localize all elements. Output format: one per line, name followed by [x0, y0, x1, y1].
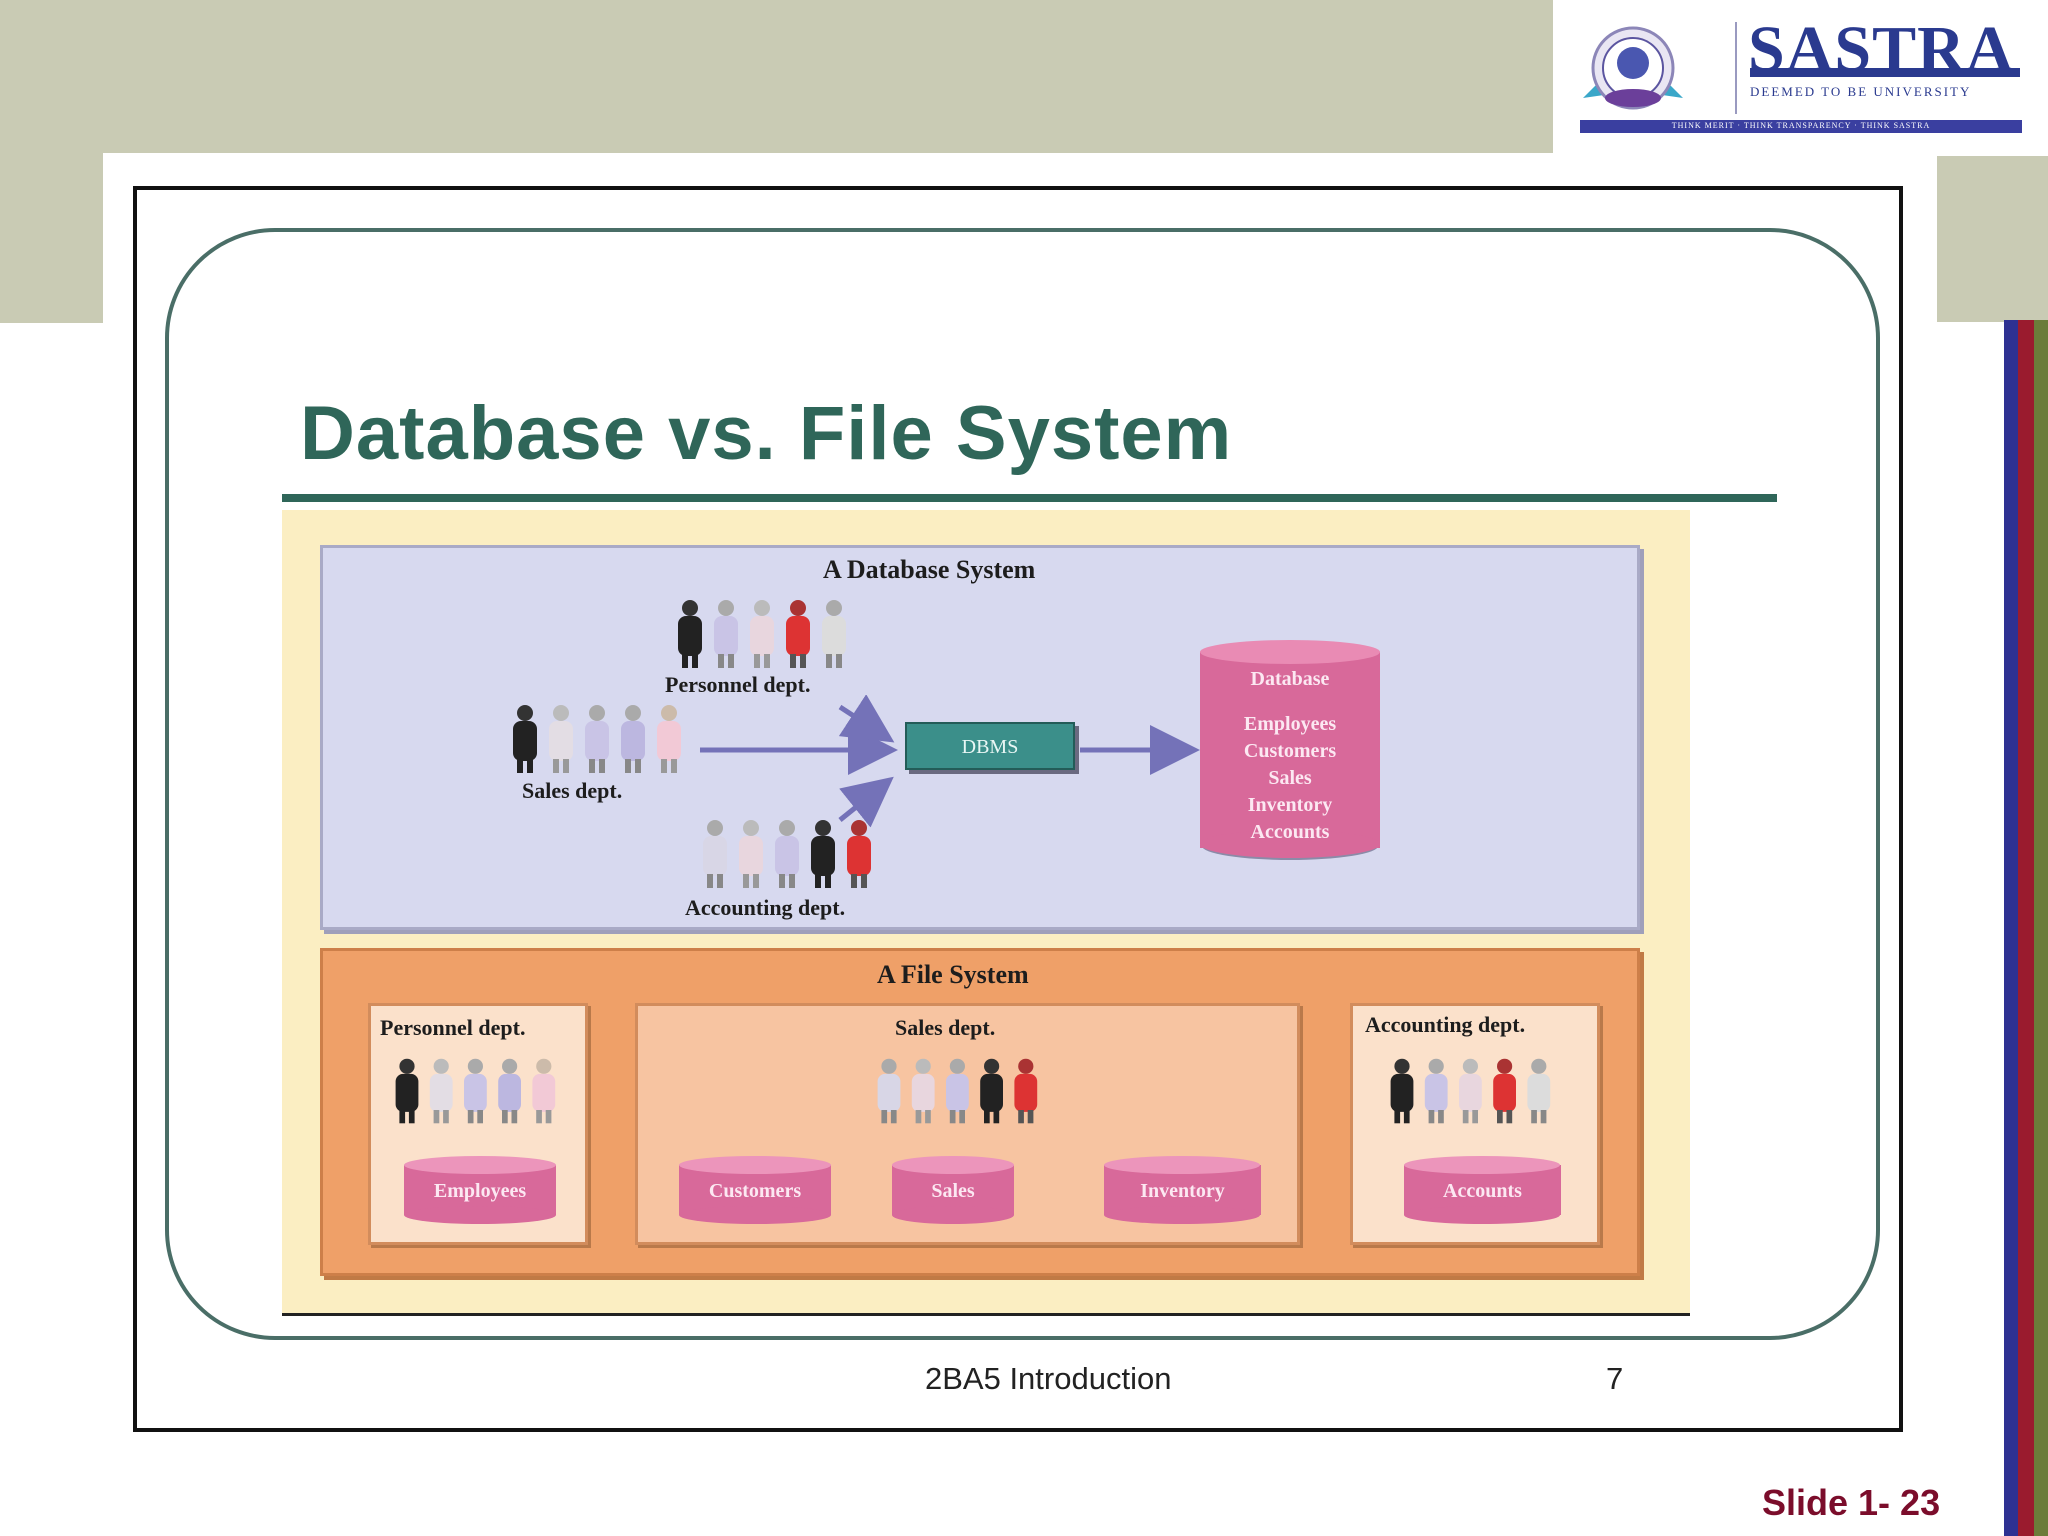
- file-cylinder-icon: [679, 1156, 831, 1224]
- db-accounting-label: Accounting dept.: [685, 895, 846, 920]
- db-sales-label: Sales dept.: [522, 778, 623, 803]
- file-customers: Customers: [708, 1180, 802, 1202]
- sales-people-icon: [513, 705, 681, 773]
- fs-accounting-people-icon: [1390, 1058, 1551, 1124]
- dbms-box: DBMS: [905, 722, 1075, 770]
- file-cylinder-icon: [1404, 1156, 1561, 1224]
- header-band: [0, 0, 1553, 153]
- file-cylinder: Accounts: [1400, 1155, 1565, 1225]
- logo-motto-strip: [1580, 120, 2022, 133]
- slide-number: Slide 1- 23: [1762, 1482, 1941, 1523]
- side-bar-red: [2018, 320, 2034, 1536]
- db-personnel-label: Personnel dept.: [665, 672, 811, 697]
- slide-title: Database vs. File System: [300, 391, 1233, 476]
- file-inventory: Inventory: [1140, 1180, 1225, 1202]
- fs-personnel-people-icon: [395, 1058, 556, 1124]
- file-cylinder-icon: [1104, 1156, 1261, 1224]
- database-cylinder: Database Employees Customers Sales Inven…: [1195, 638, 1385, 863]
- file-cylinder: Customers: [675, 1155, 835, 1225]
- logo-strip: [1750, 68, 2020, 77]
- database-item-accounts: Accounts: [1250, 821, 1330, 843]
- rounded-border: [165, 228, 1880, 1340]
- right-accent-band: [1937, 156, 2048, 322]
- title-underline: [282, 494, 1777, 502]
- left-accent-band: [0, 153, 103, 323]
- side-bar-blue: [2004, 320, 2018, 1536]
- file-system-heading: A File System: [877, 960, 1029, 989]
- database-title: Database: [1250, 668, 1330, 690]
- slide-footer-text: 2BA5 Introduction: [925, 1361, 1172, 1396]
- flow-arrows: [700, 695, 1200, 828]
- database-item-inventory: Inventory: [1247, 794, 1333, 816]
- database-item-sales: Sales: [1268, 767, 1312, 789]
- database-system-heading: A Database System: [823, 555, 1036, 584]
- file-sales: Sales: [931, 1180, 975, 1202]
- personnel-people-icon: [678, 600, 846, 668]
- file-cylinder: Employees: [400, 1155, 560, 1225]
- file-cylinder: Sales: [888, 1155, 1018, 1225]
- university-emblem-icon: [1583, 26, 1683, 110]
- file-cylinder: Inventory: [1100, 1155, 1265, 1225]
- file-employees: Employees: [433, 1180, 527, 1202]
- file-cylinder-icon: [892, 1156, 1014, 1224]
- logo-motto: THINK MERIT · THINK TRANSPARENCY · THINK…: [1671, 121, 1931, 130]
- fs-sales-label: Sales dept.: [895, 1015, 996, 1040]
- side-bar-green: [2034, 320, 2048, 1536]
- fs-accounting-label: Accounting dept.: [1365, 1012, 1526, 1037]
- personnel-to-dbms-arrow: [838, 695, 895, 743]
- accounting-to-dbms-arrow: [838, 776, 894, 828]
- file-cylinder-icon: [404, 1156, 556, 1224]
- database-cylinder-icon: [1200, 640, 1380, 860]
- file-accounts: Accounts: [1443, 1180, 1522, 1202]
- fs-personnel-label: Personnel dept.: [380, 1015, 526, 1040]
- logo-divider: [1735, 22, 1737, 114]
- database-item-employees: Employees: [1243, 713, 1337, 735]
- page-number: 7: [1606, 1361, 1624, 1396]
- database-item-customers: Customers: [1243, 740, 1337, 762]
- logo-tagline: DEEMED TO BE UNIVERSITY: [1750, 84, 1972, 99]
- fs-sales-people-icon: [877, 1058, 1038, 1124]
